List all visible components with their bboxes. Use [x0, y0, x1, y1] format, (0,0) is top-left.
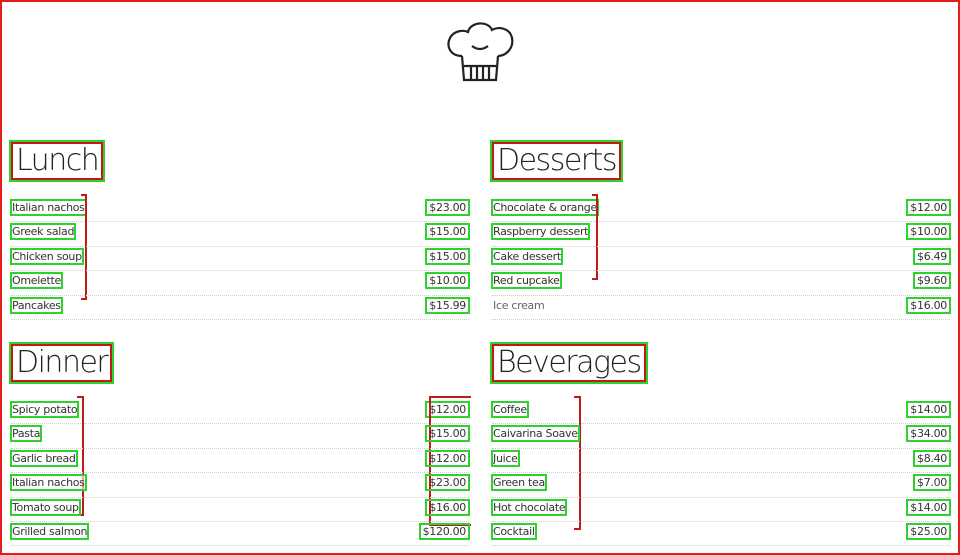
- menu-item[interactable]: Coffee $14.00: [491, 396, 951, 530]
- menu-item[interactable]: Caivarina Soave $34.00: [491, 424, 951, 449]
- menu-item[interactable]: Red cupcake $9.60: [491, 271, 951, 296]
- item-name: Ice cream: [493, 298, 545, 312]
- desserts-items: Chocolate & orange $12.00 Raspberry dess…: [490, 194, 951, 320]
- item-price: $34.00: [906, 425, 951, 443]
- item-price: $120.00: [418, 522, 471, 540]
- item-price: $10.00: [906, 223, 951, 241]
- menu-item[interactable]: Grilled salmon $120.00: [9, 522, 471, 547]
- menu-item[interactable]: Chicken soup $15.00: [10, 247, 470, 272]
- item-name: Cocktail: [491, 522, 537, 540]
- desserts-title: Desserts: [492, 142, 622, 180]
- item-name: Chocolate & orange: [491, 199, 599, 216]
- item-name: Green tea: [491, 474, 547, 492]
- item-name: Cake dessert: [491, 247, 563, 265]
- menu-item[interactable]: Spicy potato $12.00: [9, 396, 471, 526]
- item-price: $7.00: [913, 474, 951, 492]
- item-name: Raspberry dessert: [490, 223, 591, 241]
- menu-item[interactable]: Italian nachos $23.00: [10, 194, 470, 300]
- menu-item[interactable]: Tomato soup $16.00: [10, 498, 470, 522]
- item-name: Pancakes: [10, 296, 63, 314]
- item-name: Grilled salmon: [9, 522, 90, 540]
- menu-item[interactable]: Green tea $7.00: [491, 473, 951, 498]
- item-name: Chicken soup: [10, 247, 84, 265]
- item-price: $23.00: [425, 474, 470, 492]
- item-name: Garlic bread: [10, 449, 78, 467]
- item-name: Hot chocolate: [490, 498, 568, 516]
- item-price: $23.00: [425, 199, 470, 216]
- item-name: Spicy potato: [9, 401, 80, 418]
- item-price: $6.49: [913, 247, 951, 265]
- item-price: $16.00: [906, 296, 951, 314]
- item-price: $16.00: [425, 498, 470, 516]
- menu-item[interactable]: Chocolate & orange $12.00: [491, 194, 951, 280]
- item-name: Tomato soup: [10, 498, 81, 516]
- lunch-items: Italian nachos $23.00 Greek salad $15.00…: [9, 194, 470, 320]
- item-name: Omelette: [10, 272, 63, 290]
- item-name: Red cupcake: [491, 272, 562, 290]
- menu-item[interactable]: Hot chocolate $14.00: [490, 498, 951, 522]
- item-price: $25.00: [906, 522, 951, 540]
- menu-item[interactable]: Garlic bread $12.00: [10, 449, 470, 474]
- item-name: Caivarina Soave: [491, 425, 580, 443]
- item-price: $12.00: [425, 401, 470, 418]
- item-name: Coffee: [491, 401, 529, 418]
- menu-item[interactable]: Italian nachos $23.00: [10, 473, 470, 498]
- dinner-title: Dinner: [11, 344, 113, 382]
- menu-item[interactable]: Pancakes $15.99: [10, 296, 470, 320]
- menu-item[interactable]: Greek salad $15.00: [9, 222, 470, 247]
- item-price: $15.00: [425, 247, 470, 265]
- desserts-section: Desserts Chocolate & orange $12.00 Raspb…: [490, 142, 951, 320]
- menu-item[interactable]: Omelette $10.00: [10, 271, 470, 296]
- item-name: Greek salad: [9, 223, 77, 241]
- menu-item[interactable]: Juice $8.40: [491, 449, 951, 474]
- item-price: $15.00: [425, 223, 470, 241]
- item-price: $9.60: [913, 272, 951, 290]
- lunch-section: Lunch Italian nachos $23.00 Greek salad …: [9, 142, 470, 320]
- chef-hat-icon: [444, 18, 516, 84]
- item-price: $15.00: [425, 425, 470, 443]
- item-price: $12.00: [425, 449, 470, 467]
- menu-item[interactable]: Raspberry dessert $10.00: [490, 222, 951, 247]
- lunch-title: Lunch: [11, 142, 104, 180]
- dinner-items: Spicy potato $12.00 Pasta $15.00 Garlic …: [9, 396, 471, 547]
- item-name: Italian nachos: [10, 199, 87, 216]
- item-price: $14.00: [906, 401, 951, 418]
- beverages-title: Beverages: [492, 344, 646, 382]
- item-price: $10.00: [425, 272, 470, 290]
- item-price: $14.00: [906, 498, 951, 516]
- item-name: Juice: [491, 449, 520, 467]
- dinner-section: Dinner Spicy potato $12.00 Pasta $15.00 …: [9, 344, 471, 547]
- item-name: Italian nachos: [10, 474, 87, 492]
- item-price: $12.00: [906, 199, 951, 216]
- menu-item[interactable]: Pasta $15.00: [9, 424, 470, 449]
- beverages-section: Beverages Coffee $14.00 Caivarina Soave …: [490, 344, 951, 547]
- menu-item[interactable]: Cocktail $25.00: [491, 522, 951, 547]
- item-price: $8.40: [913, 449, 951, 467]
- beverages-items: Coffee $14.00 Caivarina Soave $34.00 Jui…: [490, 396, 951, 547]
- menu-item[interactable]: Cake dessert $6.49: [491, 247, 951, 272]
- item-price: $15.99: [425, 296, 470, 314]
- menu-item[interactable]: Ice cream $16.00: [492, 296, 951, 320]
- item-name: Pasta: [9, 425, 43, 443]
